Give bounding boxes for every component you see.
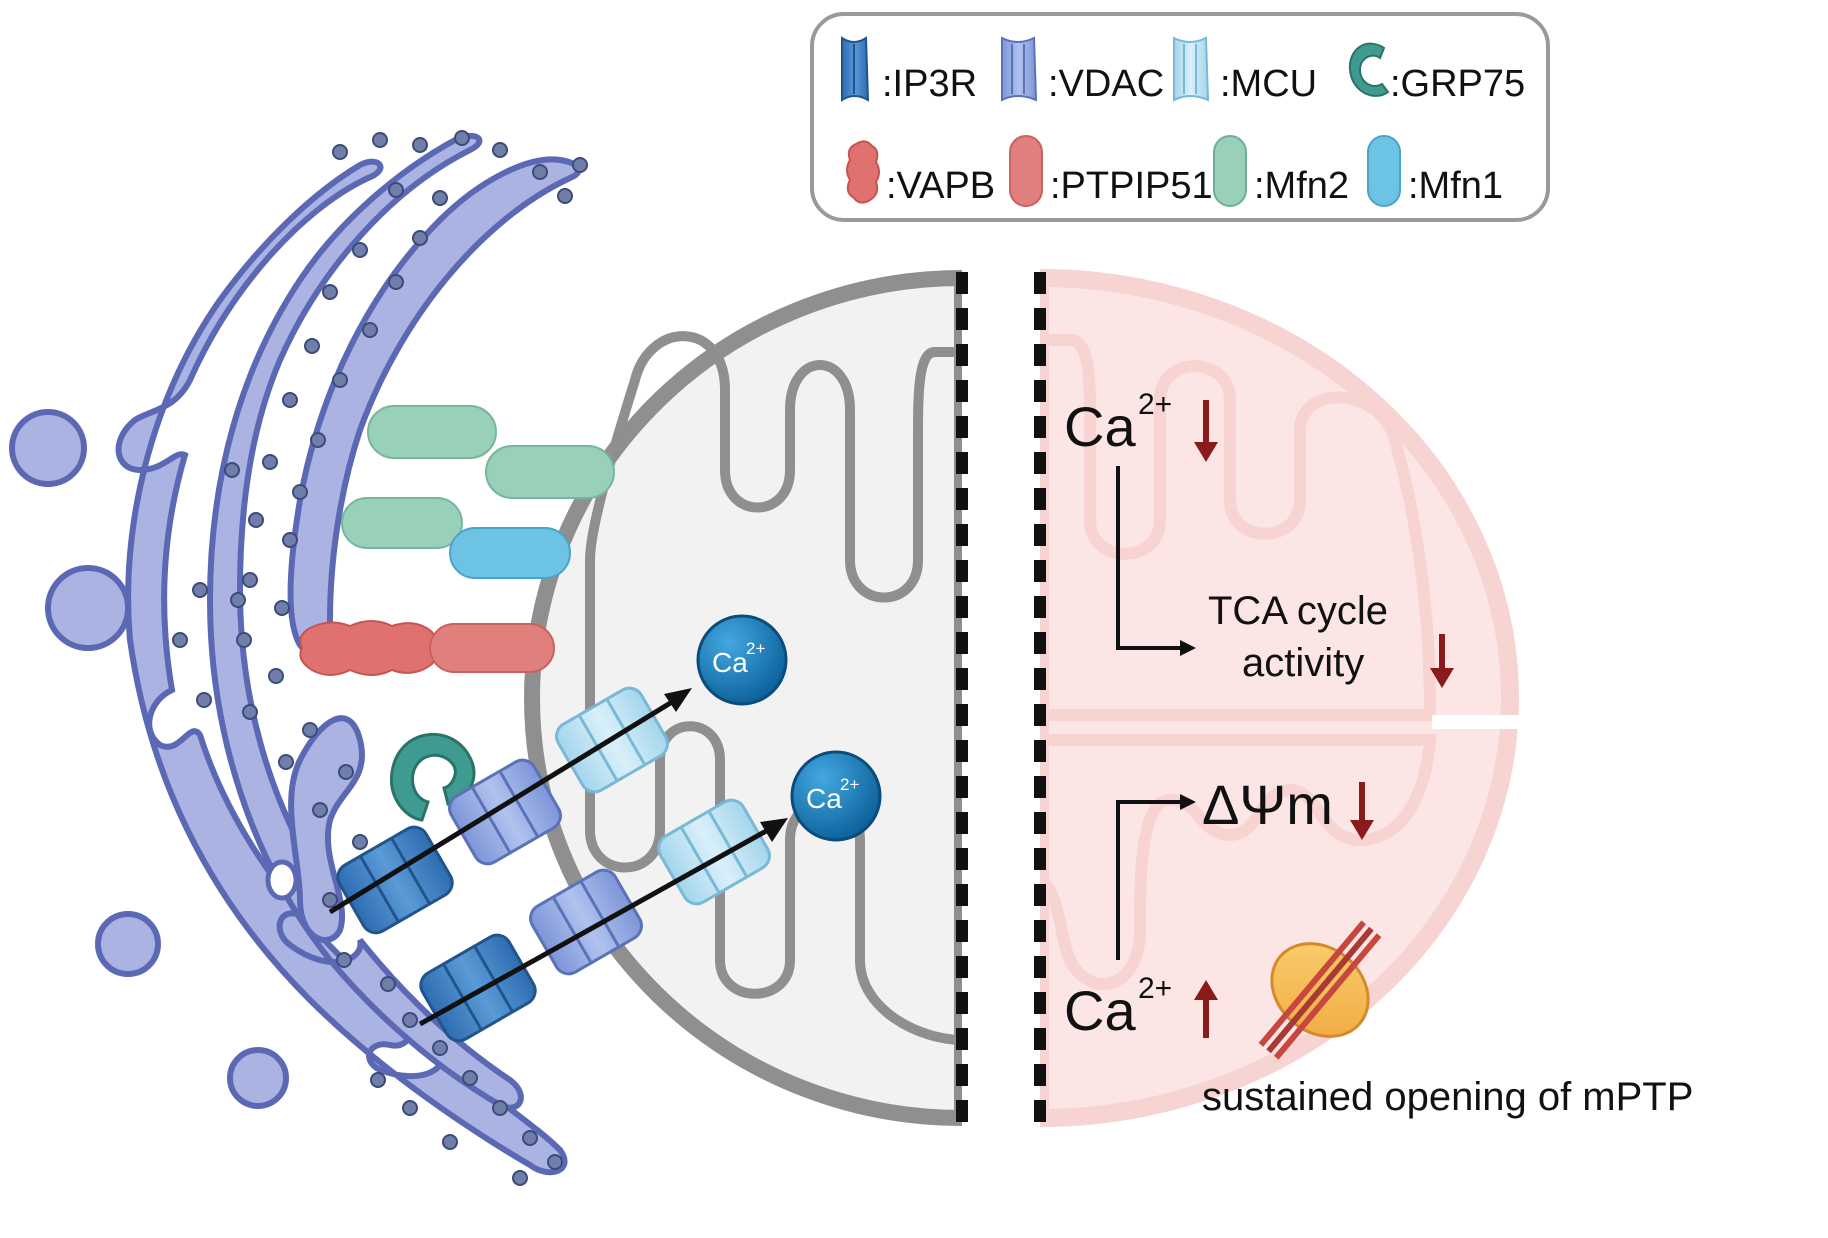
- calcium-flux-arrow: [418, 827, 770, 1027]
- ip3r-grp75-vdac-mcu-complex-1: [328, 686, 692, 935]
- ca-high-label: Ca 2+: [1064, 972, 1218, 1042]
- ca-low-label: Ca 2+: [1064, 388, 1218, 462]
- legend-label-mfn2: :Mfn2: [1254, 165, 1349, 207]
- mcu-channel-icon: [1173, 36, 1210, 102]
- arrowhead: [1180, 640, 1196, 656]
- vapb-protein-icon: [846, 140, 880, 204]
- mitochondrion-right-half: [1040, 268, 1520, 1128]
- mptp-pore-icon: [1258, 920, 1382, 1060]
- mfn1-protein-icon: [1367, 135, 1401, 207]
- ca-high-charge: 2+: [1138, 972, 1172, 1005]
- connector-ca-to-tca: [1116, 466, 1186, 650]
- legend-box: [810, 12, 1550, 222]
- ca-low-charge: 2+: [1138, 388, 1172, 421]
- mfn1-protein: [449, 527, 571, 579]
- er-lumen-hole: [265, 859, 299, 901]
- mfn2-protein: [485, 445, 615, 499]
- grp75-chaperone-icon: [1348, 42, 1390, 97]
- calcium-ion-charge: 2+: [840, 775, 859, 794]
- er-vesicle: [45, 565, 131, 651]
- ip3r-channel: [336, 825, 454, 935]
- down-arrow-head: [1350, 820, 1374, 840]
- down-arrow-head: [1430, 668, 1454, 688]
- arrowhead: [1180, 794, 1196, 810]
- vapb-ptpip51-tether: [299, 620, 555, 676]
- connector-ca-to-psi: [1116, 800, 1186, 960]
- mfn2-protein-icon: [1213, 135, 1247, 207]
- calcium-ion-symbol: Ca: [712, 647, 748, 678]
- legend-panel: :IP3R :VDAC :MCU :GRP75 :VAPB :PTPIP51 :…: [810, 12, 1550, 222]
- vapb-protein: [299, 620, 439, 676]
- mfn2-mfn2-tether: [367, 405, 615, 499]
- calcium-ion-symbol: Ca: [806, 783, 842, 814]
- calcium-ion-charge: 2+: [746, 639, 765, 658]
- calcium-ion: Ca 2+: [696, 614, 788, 706]
- mfn2-mfn1-tether: [341, 497, 571, 579]
- mfn2-protein: [341, 497, 463, 549]
- legend-label-mcu: :MCU: [1220, 63, 1317, 105]
- ip3r-channel-icon: [841, 36, 870, 102]
- er-vesicle: [227, 1047, 289, 1109]
- legend-label-ptpip51: :PTPIP51: [1050, 165, 1213, 207]
- mptp-label: sustained opening of mPTP: [1202, 1075, 1693, 1119]
- ptpip51-protein: [429, 623, 555, 673]
- up-arrow-head: [1194, 980, 1218, 1000]
- vdac-channel-icon: [1001, 36, 1038, 102]
- calcium-flux-arrow: [328, 699, 674, 915]
- arrowhead: [760, 818, 788, 842]
- legend-label-vdac: :VDAC: [1048, 63, 1164, 105]
- legend-label-ip3r: :IP3R: [882, 63, 977, 105]
- tca-label-line1: TCA cycle: [1208, 589, 1388, 633]
- ip3r-channel: [419, 933, 537, 1043]
- legend-label-mfn1: :Mfn1: [1408, 165, 1503, 207]
- ptpip51-protein-icon: [1009, 135, 1043, 207]
- calcium-ion: Ca 2+: [790, 750, 882, 842]
- er-sheet-inner: [287, 156, 582, 655]
- legend-label-grp75: :GRP75: [1390, 63, 1525, 105]
- mfn2-protein: [367, 405, 497, 459]
- membrane-potential-label: ΔΨm: [1202, 773, 1333, 836]
- er-vesicle: [95, 911, 161, 977]
- ca-low-symbol: Ca: [1064, 395, 1136, 458]
- mito-cristae-right-lower: [1040, 734, 1437, 990]
- arrowhead: [664, 688, 692, 712]
- mito-cristae-right-upper: [1040, 334, 1437, 721]
- ip3r-vdac-mcu-complex-2: [418, 798, 788, 1043]
- ca-high-symbol: Ca: [1064, 979, 1136, 1042]
- er-ribosomes: [172, 130, 588, 1186]
- tca-label-line2: activity: [1242, 641, 1364, 685]
- legend-label-vapb: :VAPB: [886, 165, 995, 207]
- er-vesicle: [9, 409, 87, 487]
- down-arrow-head: [1194, 442, 1218, 462]
